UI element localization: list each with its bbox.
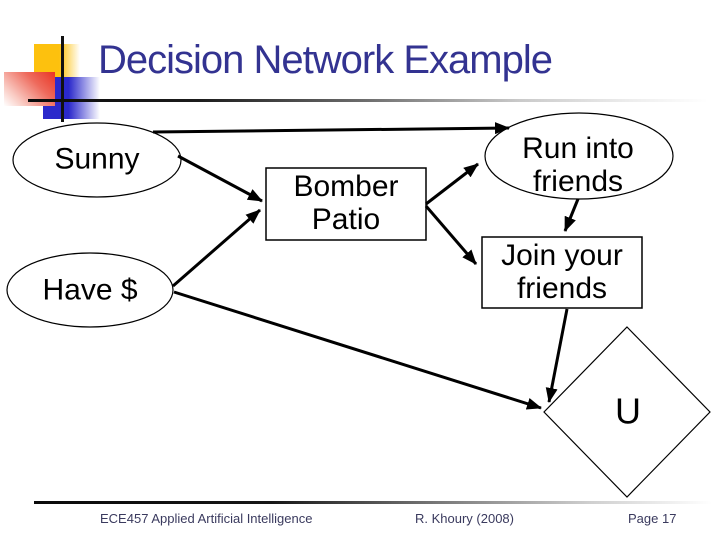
edge-run-into-friends-to-join-your-friends <box>563 198 580 232</box>
edge-have-money-to-bomber-patio <box>172 208 261 288</box>
node-bomber-patio <box>265 167 427 241</box>
node-have-money <box>6 252 174 328</box>
edge-have-money-to-utility <box>173 290 542 410</box>
edge-run-into-friends-incoming-from-bomber <box>424 205 478 265</box>
title-underline <box>28 99 708 102</box>
node-sunny <box>12 122 182 198</box>
footer-course-name: ECE457 Applied Artificial Intelligence <box>100 511 313 526</box>
node-utility-diamond <box>543 326 711 498</box>
edge-bomber-patio-to-run-into-friends <box>425 162 479 206</box>
node-label-sunny: Sunny <box>54 142 140 176</box>
edge-sunny-to-run-into-friends <box>152 122 510 135</box>
footer-author: R. Khoury (2008) <box>415 511 514 526</box>
node-label-bomber-patio: Bomber Patio <box>293 170 399 236</box>
node-label-have-money: Have $ <box>42 273 138 307</box>
node-join-your-friends <box>481 236 643 309</box>
edge-sunny-to-bomber-patio <box>177 154 263 203</box>
footer-divider <box>34 501 712 504</box>
node-run-into-friends <box>484 112 674 200</box>
node-label-utility: U <box>615 390 641 432</box>
footer-page-number: Page 17 <box>628 511 677 526</box>
node-label-join-your-friends: Join your friends <box>501 239 623 305</box>
node-label-run-into-friends: Run into friends <box>522 132 634 198</box>
page-title: Decision Network Example <box>98 38 553 82</box>
edge-join-your-friends-to-utility <box>545 308 569 403</box>
logo-vertical-line <box>61 36 64 122</box>
